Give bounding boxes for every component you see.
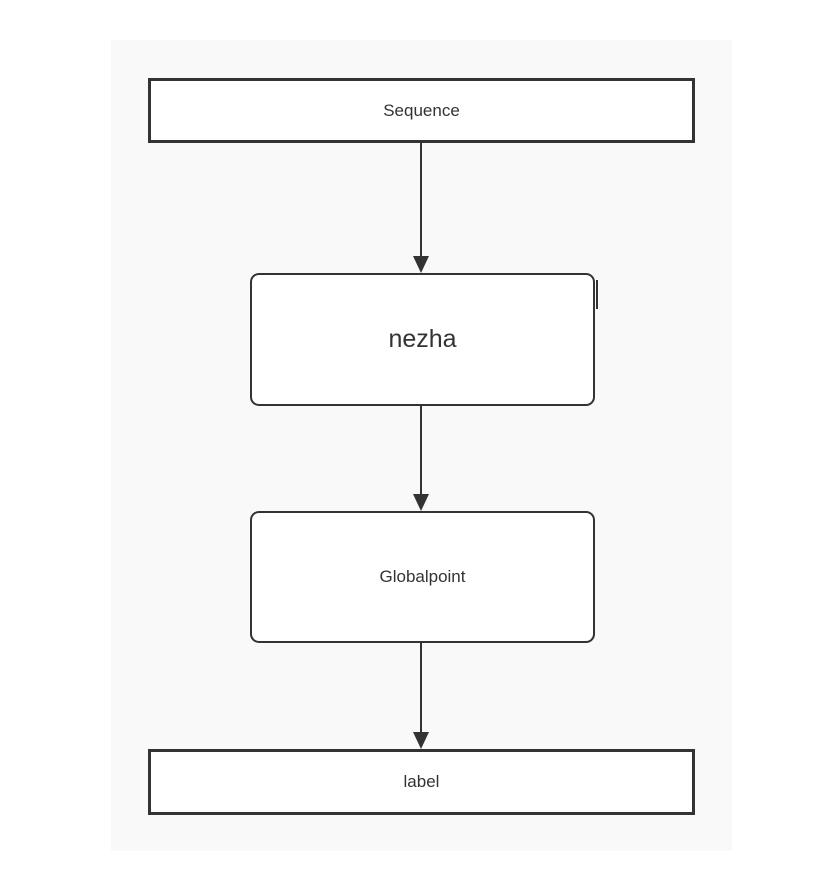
flowchart-node-globalpoint[interactable]: Globalpoint bbox=[250, 511, 595, 643]
arrowhead-icon bbox=[413, 256, 429, 273]
arrowhead-icon bbox=[413, 494, 429, 511]
node-label-label: label bbox=[403, 772, 440, 791]
node-sequence-label: Sequence bbox=[383, 100, 460, 120]
flowchart-node-label[interactable]: label bbox=[148, 749, 695, 815]
connector-nezha-to-globalpoint[interactable] bbox=[420, 406, 422, 495]
flowchart-node-sequence[interactable]: Sequence bbox=[148, 78, 695, 143]
arrowhead-icon bbox=[413, 732, 429, 749]
connector-globalpoint-to-label[interactable] bbox=[420, 643, 422, 733]
node-nezha-label: nezha bbox=[388, 325, 457, 353]
flowchart-node-nezha[interactable]: nezha bbox=[250, 273, 595, 406]
stroke-artifact bbox=[596, 280, 598, 309]
connector-sequence-to-nezha[interactable] bbox=[420, 143, 422, 257]
node-globalpoint-label: Globalpoint bbox=[379, 567, 466, 586]
